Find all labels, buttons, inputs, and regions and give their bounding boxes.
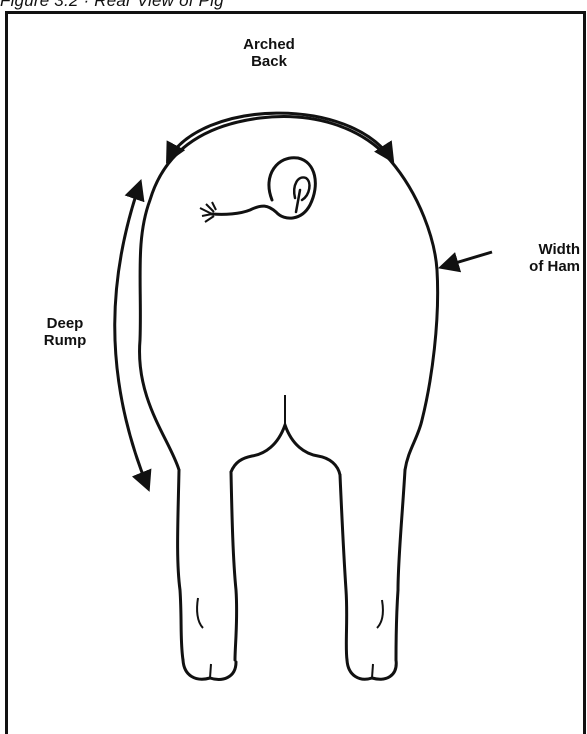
pig-body-outline — [140, 117, 438, 470]
right-hoof-split — [372, 664, 373, 678]
left-leg-outline — [178, 470, 237, 660]
crotch-line — [231, 425, 340, 475]
width-of-ham-label: Width of Ham — [496, 241, 580, 275]
tail-tuft — [200, 202, 216, 222]
arched-back-label: Arched Back — [229, 36, 309, 70]
tail — [212, 158, 315, 218]
right-leg-outline — [340, 470, 405, 660]
dewclaw-right — [377, 600, 383, 628]
left-hoof-split — [210, 664, 211, 678]
deep-rump-label: Deep Rump — [30, 315, 100, 349]
dewclaw-left — [197, 598, 203, 628]
pig-rear-view-illustration — [0, 0, 587, 701]
width-of-ham-arrow — [442, 252, 492, 267]
